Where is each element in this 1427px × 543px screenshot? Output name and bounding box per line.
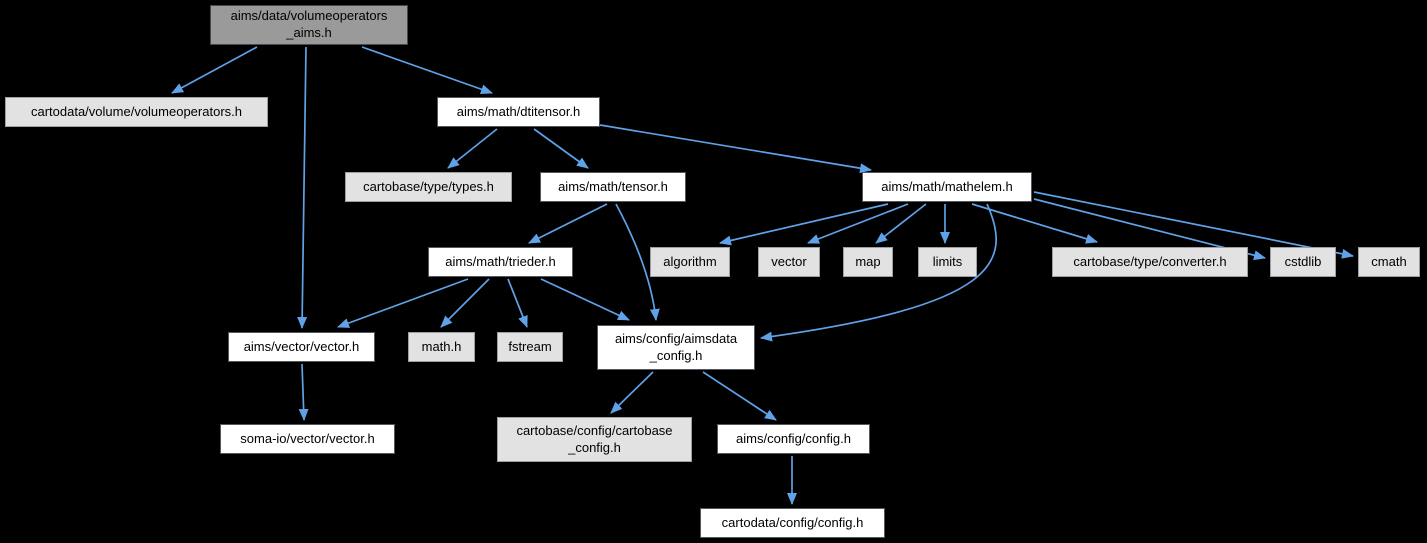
node-aims-config[interactable]: aims/config/config.h [717,424,870,454]
node-label: cartobase/type/converter.h [1073,253,1227,269]
edge-top-to-dtitensor [361,46,493,95]
node-label: map [855,253,881,269]
edge-aimsdata-config-to-aims-config [702,371,777,421]
edge-mathelem-to-converter [971,203,1098,244]
node-converter: cartobase/type/converter.h [1052,247,1248,277]
node-fstream: fstream [497,332,563,362]
node-label: aims/vector/vector.h [243,338,360,354]
edge-dtitensor-to-mathelem [599,124,872,174]
node-label: cartodata/volume/volumeoperators.h [30,103,242,119]
node-label-line: aims/config/aimsdata [614,330,738,346]
node-mathelem[interactable]: aims/math/mathelem.h [862,172,1032,202]
node-somaio-vector[interactable]: soma-io/vector/vector.h [220,424,395,454]
node-label: aims/math/tensor.h [558,178,668,194]
node-label: cartobase/type/types.h [363,178,494,194]
edge-mathelem-to-map [875,203,927,244]
edge-tensor-to-trieder [528,203,608,244]
edge-trieder-to-aims-vector [337,278,469,328]
node-label: cartodata/config/config.h [721,514,864,530]
node-label: fstream [508,338,552,354]
edge-dtitensor-to-tensor [533,128,589,169]
edge-dtitensor-to-types [447,128,498,169]
node-label-line: aims/data/volumeoperators [230,8,388,24]
node-label: soma-io/vector/vector.h [240,430,375,446]
node-cmath: cmath [1358,247,1420,277]
edge-top-to-aims-vector [297,46,308,329]
node-label-line: _config.h [568,439,621,455]
node-label: aims/config/config.h [736,430,851,446]
node-math-h: math.h [408,332,475,362]
edge-top-to-volumeoperators [171,46,258,94]
node-cstdlib: cstdlib [1270,247,1336,277]
edge-trieder-to-aimsdata-config [540,278,630,321]
node-aimsdata-config[interactable]: aims/config/aimsdata _config.h [597,325,755,370]
node-label: vector [771,253,807,269]
edge-aimsdata-config-to-cartobase-config [610,371,654,414]
edge-mathelem-to-algorithm [719,203,889,246]
node-cartodata-volumeoperators: cartodata/volume/volumeoperators.h [5,97,268,127]
node-label-line: cartobase/config/cartobase [516,422,673,438]
node-algorithm: algorithm [650,247,730,277]
node-label: cstdlib [1284,253,1322,269]
node-cartodata-config[interactable]: cartodata/config/config.h [700,508,885,538]
node-label-line: _config.h [649,347,703,363]
node-limits: limits [918,247,977,277]
node-tensor[interactable]: aims/math/tensor.h [540,172,686,202]
node-label: limits [932,253,963,269]
edge-trieder-to-fstream [507,278,528,328]
edge-mathelem-to-vector [807,203,909,244]
node-label-line: _aims.h [286,25,332,40]
node-volumeoperators-aims: aims/data/volumeoperators _aims.h [210,5,408,45]
node-label: aims/math/trieder.h [445,253,556,269]
node-vector-std: vector [758,247,820,277]
node-label: cmath [1371,253,1407,269]
edge-mathelem-to-aimsdata-config [760,203,998,342]
node-label: math.h [421,338,462,354]
edge-mathelem-to-cmath [1033,191,1354,259]
edge-tensor-to-aimsdata-config [615,203,660,321]
node-label: algorithm [663,253,717,269]
node-dtitensor[interactable]: aims/math/dtitensor.h [437,97,600,127]
node-map: map [843,247,893,277]
edge-trieder-to-math-h [440,278,490,328]
node-aims-vector[interactable]: aims/vector/vector.h [228,332,375,362]
node-types: cartobase/type/types.h [345,172,512,202]
node-cartobase-config: cartobase/config/cartobase _config.h [497,417,692,462]
edge-aims-vector-to-somaio [298,363,309,421]
node-label: aims/math/dtitensor.h [456,103,581,119]
node-label: aims/math/mathelem.h [881,178,1013,194]
node-trieder[interactable]: aims/math/trieder.h [428,247,573,277]
